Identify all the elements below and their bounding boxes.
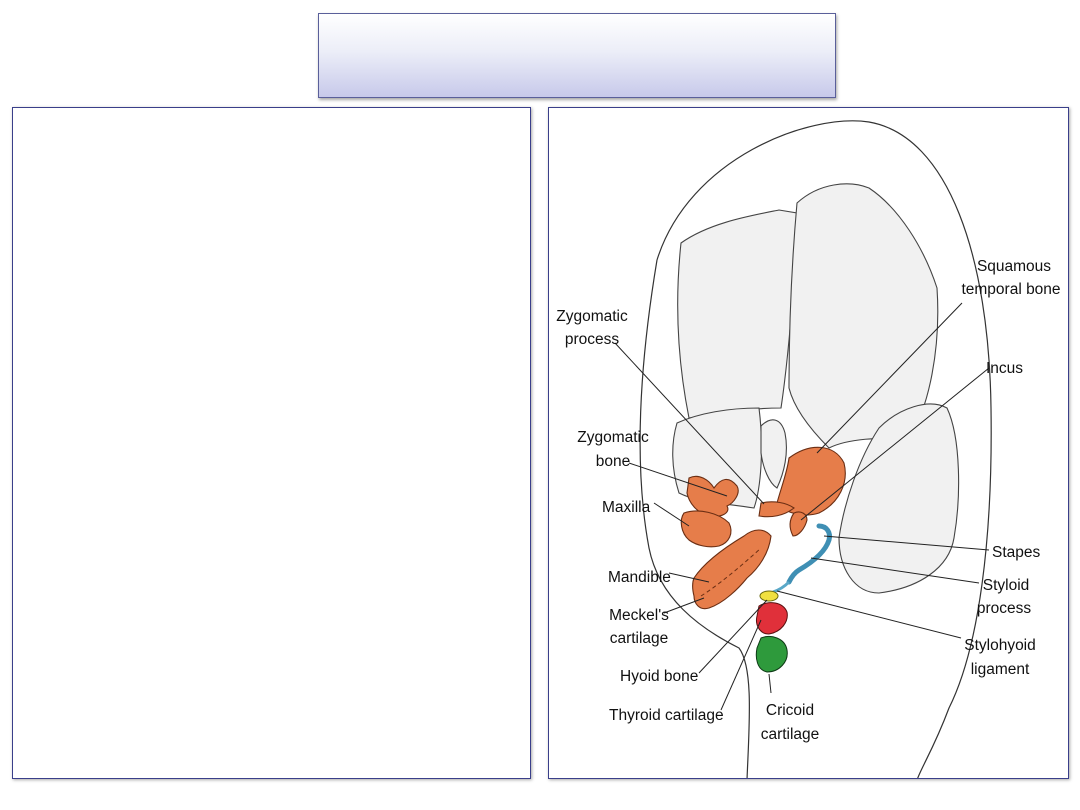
label-meckels-line1: Meckel's	[609, 607, 669, 624]
label-squamous-line2: temporal bone	[961, 281, 1060, 298]
label-zygomatic-process-line1: Zygomatic	[556, 308, 628, 325]
leader-stylohyoid	[776, 590, 962, 639]
label-maxilla: Maxilla	[602, 499, 651, 516]
stylohyoid-ligament	[772, 580, 791, 594]
head-outline	[656, 120, 992, 778]
face-outline	[639, 259, 750, 778]
leader-mandible	[668, 572, 710, 583]
hyoid-bone	[759, 590, 779, 602]
incus	[789, 511, 808, 537]
label-stylohyoid-line2: ligament	[971, 661, 1030, 678]
label-hyoid-bone: Hyoid bone	[620, 668, 698, 685]
label-stylohyoid-line1: Stylohyoid	[964, 637, 1036, 654]
sphenoid-wing	[760, 419, 787, 489]
label-cricoid-line2: cartilage	[761, 726, 820, 743]
figure-labels: Squamous temporal bone Zygomatic process…	[556, 258, 1060, 743]
parietal-bone-left	[677, 209, 798, 419]
leader-zygomatic-bone	[628, 462, 728, 497]
leader-styloid	[810, 557, 980, 584]
leader-zygomatic-process	[614, 342, 765, 505]
leader-stapes	[823, 535, 990, 551]
slide-title-box	[318, 13, 836, 98]
leader-lines	[614, 302, 990, 711]
label-meckels-line2: cartilage	[610, 630, 669, 647]
label-stapes: Stapes	[992, 544, 1041, 561]
label-styloid-line2: process	[977, 600, 1032, 617]
label-mandible: Mandible	[608, 569, 671, 586]
cricoid-cartilage	[755, 636, 788, 673]
stapes-styloid	[786, 523, 832, 585]
label-incus: Incus	[986, 360, 1023, 377]
label-zygomatic-bone-line2: bone	[596, 453, 630, 470]
zygomatic-process	[758, 501, 795, 518]
leader-maxilla	[653, 502, 690, 527]
occipital-bone	[838, 403, 960, 594]
leader-hyoid	[698, 599, 768, 674]
leader-incus	[800, 367, 990, 521]
thyroid-cartilage	[756, 602, 788, 635]
label-thyroid-cartilage: Thyroid cartilage	[609, 707, 724, 724]
label-zygomatic-process-line2: process	[565, 331, 620, 348]
label-squamous-line1: Squamous	[977, 258, 1051, 275]
left-content-panel	[12, 107, 531, 779]
leader-cricoid	[768, 673, 772, 694]
label-cricoid-line1: Cricoid	[766, 702, 814, 719]
leader-thyroid	[720, 619, 762, 711]
label-zygomatic-bone-line1: Zygomatic	[577, 429, 649, 446]
mandible	[691, 529, 772, 610]
leader-squamous-temporal	[816, 302, 963, 454]
right-figure-panel: Squamous temporal bone Zygomatic process…	[548, 107, 1069, 779]
leader-meckels	[663, 597, 705, 614]
label-styloid-line1: Styloid	[983, 577, 1030, 594]
maxilla	[680, 510, 732, 548]
pharyngeal-arch-derivatives-diagram: Squamous temporal bone Zygomatic process…	[556, 120, 1061, 778]
